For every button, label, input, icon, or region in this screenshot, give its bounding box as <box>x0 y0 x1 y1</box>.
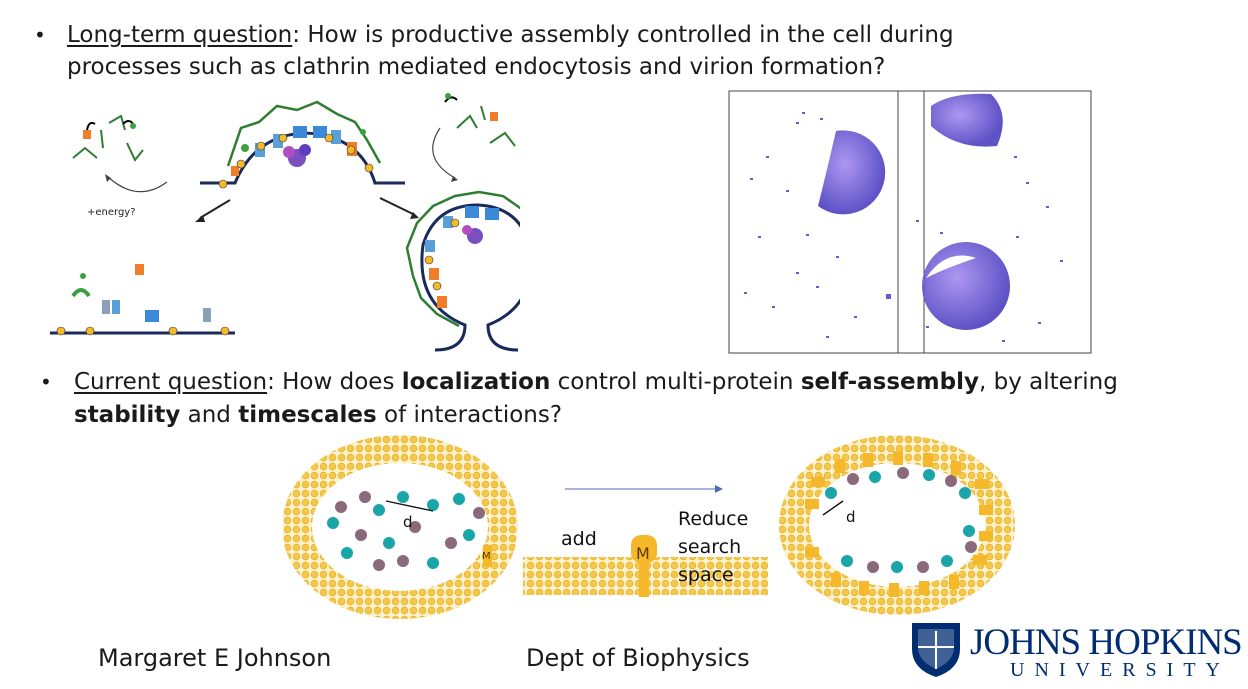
current-question-text-1: : How does <box>267 369 402 395</box>
vesicle-after: d <box>779 435 1015 615</box>
author-name: Margaret E Johnson <box>98 644 332 672</box>
reduce-label-2: search <box>678 536 741 558</box>
term-self-assembly: self-assembly <box>800 369 979 395</box>
distance-label-right: d <box>846 508 856 526</box>
simulation-box-render <box>728 90 1092 354</box>
free-clathrin-fragments-left <box>72 114 144 162</box>
current-question-text-3: , by altering <box>978 369 1118 395</box>
term-stability: stability <box>74 402 181 428</box>
free-clathrin-fragments-right <box>456 105 516 147</box>
reduce-label-3: space <box>678 564 734 586</box>
reduce-label-1: Reduce <box>678 508 748 530</box>
long-term-question-text-2: processes such as clathrin mediated endo… <box>67 54 886 80</box>
term-timescales: timescales <box>238 402 377 428</box>
vesicle-before: d M <box>283 435 518 619</box>
long-term-question-label: Long-term question <box>67 22 293 48</box>
energy-label: +energy? <box>87 207 136 218</box>
clathrin-coated-membrane-top <box>200 100 405 189</box>
disassembled-membrane <box>50 264 235 336</box>
add-membrane-protein-panel: add M Reduce search space <box>523 485 768 597</box>
add-label: add <box>561 528 597 550</box>
department-name: Dept of Biophysics <box>526 644 750 672</box>
current-question-text-2: control multi-protein <box>550 369 801 395</box>
clathrin-coated-vesicle <box>405 190 520 352</box>
bullet-marker: • <box>40 370 52 394</box>
jhu-shield-logo <box>912 623 960 677</box>
free-monomers <box>744 112 1063 342</box>
membrane-protein-label-left: M <box>482 551 491 562</box>
current-question-label: Current question <box>74 369 268 395</box>
current-question-text-4: and <box>180 402 239 428</box>
clathrin-assembly-diagram: +energy? <box>50 93 520 352</box>
membrane-protein-label-middle: M <box>636 544 650 563</box>
jhu-university-label: UNIVERSITY <box>1010 659 1230 681</box>
jhu-wordmark: JOHNS HOPKINS <box>970 622 1243 663</box>
distance-label-left: d <box>403 513 413 531</box>
term-localization: localization <box>401 369 551 395</box>
long-term-question-text-1: : How is productive assembly controlled … <box>292 22 954 48</box>
bullet-marker: • <box>34 23 46 47</box>
current-question-text-5: of interactions? <box>376 402 563 428</box>
localization-schematic: d M add M Reduce search space <box>283 435 1015 619</box>
assembled-lattice-spheres <box>818 93 1010 330</box>
